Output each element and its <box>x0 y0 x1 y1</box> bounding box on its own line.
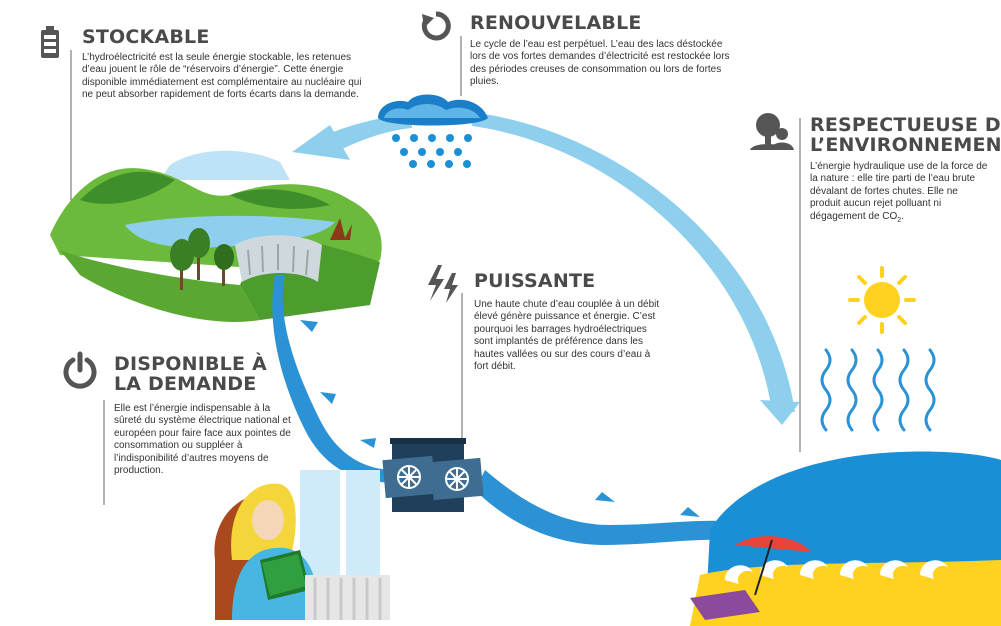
section-respectueuse: RESPECTUEUSE DE L’ENVIRONNEMENT L’énergi… <box>810 114 1001 227</box>
section-renouvelable: RENOUVELABLE Le cycle de l’eau est perpé… <box>470 13 742 89</box>
respectueuse-title-line1: RESPECTUEUSE DE <box>810 114 1001 136</box>
power-icon <box>63 351 97 389</box>
renouvelable-text: Le cycle de l’eau est perpétuel. L’eau d… <box>470 39 730 88</box>
woman-reading-illustration <box>214 470 390 620</box>
river <box>272 275 740 545</box>
beach-umbrella <box>735 536 812 552</box>
respectueuse-text-sub: 2 <box>897 216 902 224</box>
cycle-arrow-icon <box>421 11 451 41</box>
section-stockable: STOCKABLE L’hydroélectricité est la seul… <box>82 27 382 102</box>
arc-arrowhead-bottom <box>760 400 800 425</box>
respectueuse-text-end: . <box>901 210 904 222</box>
river-flow-arrows <box>300 320 700 517</box>
section-disponible: DISPONIBLE À LA DEMANDE Elle est l’énerg… <box>114 354 314 477</box>
battery-icon <box>41 26 59 58</box>
puissante-text: Une haute chute d’eau couplée à un débit… <box>474 299 660 373</box>
respectueuse-text-main: L’énergie hydraulique use de la force de… <box>810 161 988 222</box>
turbine-power-plant <box>382 438 484 512</box>
arc-arrowhead-left <box>292 125 350 160</box>
tree-person-icon <box>750 113 794 150</box>
mountain-dam-landscape <box>50 150 382 322</box>
stockable-text: L’hydroélectricité est la seule énergie … <box>82 52 362 101</box>
disponible-title-line2: LA DEMANDE <box>114 373 257 395</box>
water-cycle-arc <box>292 112 800 425</box>
evaporation-waves <box>820 348 936 432</box>
renouvelable-title: RENOUVELABLE <box>470 12 642 34</box>
disponible-title-line1: DISPONIBLE À <box>114 353 267 375</box>
respectueuse-text: L’énergie hydraulique use de la force de… <box>810 161 990 227</box>
sea-beach-illustration <box>690 451 1001 626</box>
beach-towel <box>690 590 760 620</box>
sea-waves <box>725 560 948 584</box>
sun-icon <box>848 266 916 334</box>
respectueuse-title-line2: L’ENVIRONNEMENT <box>810 134 1001 156</box>
lightning-icon <box>428 265 458 303</box>
disponible-text: Elle est l’énergie indispensable à la sû… <box>114 403 291 477</box>
stockable-title: STOCKABLE <box>82 26 210 48</box>
rain-cloud-icon <box>378 94 488 168</box>
section-puissante: PUISSANTE Une haute chute d’eau couplée … <box>474 271 674 373</box>
puissante-title: PUISSANTE <box>474 270 596 292</box>
